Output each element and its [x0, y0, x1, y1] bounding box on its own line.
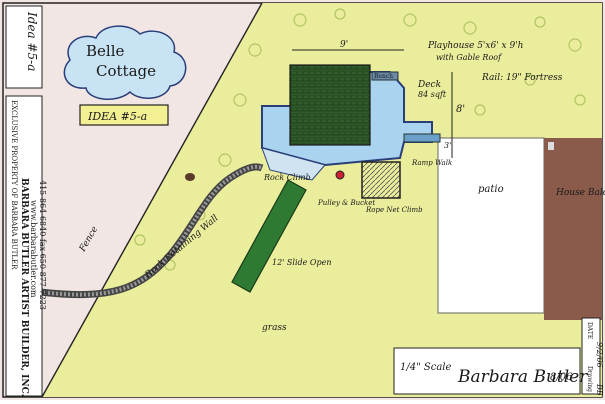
- scale-label: 1/4" Scale: [400, 362, 451, 373]
- patio: [437, 137, 545, 314]
- deck-label: Deck: [417, 80, 441, 90]
- pulley-label: Pulley & Bucket: [317, 199, 375, 207]
- date-value: 9/2/06: [595, 342, 604, 368]
- company-name: BARBARA BUTLER ARTIST BUILDER, INC.: [19, 178, 29, 397]
- deck-area-label: 84 sqft: [418, 90, 447, 99]
- rope-net-label: Rope Net Climb: [365, 206, 423, 214]
- ramp-walk-label: Ramp Walk: [411, 159, 452, 167]
- rail-label: Rail: 19" Fortress: [481, 73, 563, 83]
- ramp-walk: [403, 133, 441, 143]
- patio-label: patio: [478, 184, 504, 195]
- grass-label: grass: [262, 323, 287, 333]
- rock: [185, 173, 195, 181]
- gable-label: with Gable Roof: [436, 53, 503, 62]
- drawn-label: Drawing: [586, 366, 593, 392]
- dim-3-label: 3': [444, 141, 451, 150]
- playhouse-roof: [289, 64, 371, 146]
- rope-net-climb: [361, 161, 401, 199]
- company-strip: [5, 95, 43, 397]
- rock-climb: [261, 147, 326, 181]
- margin-title-box: [5, 5, 43, 89]
- idea-box: [79, 104, 169, 126]
- bench: [371, 71, 399, 81]
- cloud-line1: Belle: [86, 42, 124, 60]
- margin-title: Idea #5-a: [25, 11, 39, 71]
- company-phone: 415-864-6840 fax 650-877-7223: [38, 180, 47, 310]
- date-block: [581, 317, 601, 395]
- house-balcony: [544, 138, 602, 320]
- company-web: www.barbarabutler.com: [29, 200, 38, 298]
- idea-box-label: IDEA #5-a: [87, 110, 147, 123]
- trees-decoration: [134, 8, 586, 271]
- fence-line: [41, 2, 263, 398]
- slide: [231, 179, 307, 293]
- copyright-note: EXCLUSIVE PROPERTY OF BARBARA BUTLER: [10, 100, 18, 270]
- playhouse-label: Playhouse 5'x6' x 9'h: [427, 41, 523, 51]
- house-balcony-label: House Balcony: [555, 188, 605, 198]
- cloud-line2: Cottage: [96, 62, 156, 80]
- dim-8-label: 8': [456, 104, 465, 115]
- drawn-value: BB: [595, 383, 604, 396]
- date-label: DATE: [586, 322, 593, 339]
- signature: Barbara Butler: [457, 367, 588, 387]
- rock-climb-label: Rock Climb: [263, 173, 311, 182]
- bench-label: Bench: [374, 73, 393, 80]
- dim-9-label: 9': [340, 40, 348, 50]
- title-cloud: Belle Cottage: [63, 25, 187, 100]
- pulley-bucket: [335, 170, 345, 180]
- slide-label: 12' Slide Open: [272, 258, 331, 267]
- signature-box: [393, 347, 581, 395]
- signature-date: 8/06: [550, 372, 573, 383]
